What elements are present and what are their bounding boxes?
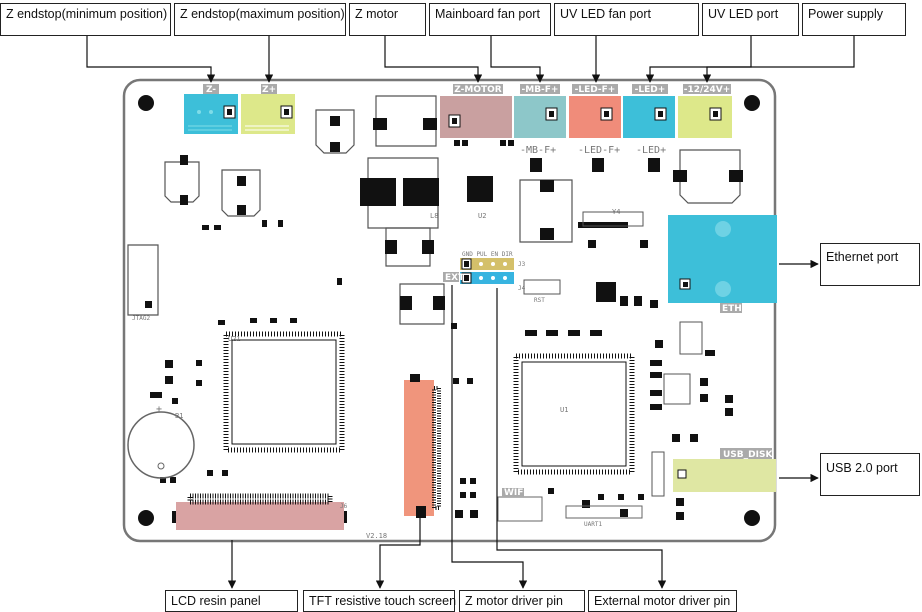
callout-tft-screen: TFT resistive touch screen (303, 590, 456, 612)
battery-holder: + B1 (127, 404, 195, 479)
callout-z-motor: Z motor (349, 3, 426, 36)
callout-z-driver: Z motor driver pin (459, 590, 585, 612)
crystal-outline (582, 211, 644, 227)
usb-disk-label: USB_DISK (723, 450, 773, 460)
callout-ethernet: Ethernet port (820, 243, 920, 286)
connector-mb-fan (514, 96, 566, 138)
battery-label: B1 (175, 412, 183, 420)
header-pwr-label: -12/24V+ (684, 85, 731, 95)
connector-uv-fan (569, 96, 621, 138)
wifi-header: WIFI (497, 488, 543, 522)
j3-pin-labels: GND PUL EN DIR (462, 251, 513, 258)
callout-power-supply: Power supply (802, 3, 906, 36)
leader-lines (86, 36, 855, 589)
mounting-hole (744, 95, 760, 111)
j3-label: J3 (518, 261, 526, 268)
connector-power (678, 96, 732, 138)
ext-label: EXT (445, 273, 465, 283)
mounting-hole (744, 510, 760, 526)
header-zmotor-label: Z-MOTOR (454, 85, 502, 95)
ethernet-jack: ETH (668, 215, 777, 314)
capacitor-outlines (127, 95, 741, 325)
silk-led: -LED+ (636, 145, 666, 156)
jtag-label: JTAG2 (132, 315, 150, 322)
header-j3: GND PUL EN DIR J3 (460, 251, 526, 270)
chip-u21: U21 (223, 331, 345, 453)
lcd-fpc-label: J6 (340, 503, 348, 510)
chip-u1: U1 (513, 353, 635, 475)
uart-label: UART1 (584, 521, 602, 528)
lcd-fpc-connector: J6 (176, 493, 348, 530)
chip-u2-label: U2 (478, 212, 486, 220)
mounting-hole (138, 95, 154, 111)
connector-z-min (184, 94, 238, 134)
mounting-hole (138, 510, 154, 526)
rst-label: RST (534, 297, 545, 304)
callout-z-endstop-min: Z endstop(minimum position) (0, 3, 171, 36)
header-j7 (651, 451, 665, 497)
connector-z-max (241, 94, 295, 134)
tft-fpc-connector (404, 374, 441, 518)
header-mbf-label: -MB-F+ (522, 85, 559, 95)
wifi-label: WIFI (504, 488, 527, 498)
callout-uv-led: UV LED port (702, 3, 799, 36)
chip-u1-label: U1 (560, 406, 568, 414)
callout-usb: USB 2.0 port (820, 453, 920, 496)
header-led-label: -LED+ (635, 85, 666, 95)
callout-uv-led-fan: UV LED fan port (554, 3, 699, 36)
silk-mbf: -MB-F+ (520, 145, 556, 156)
header-ledf-label: -LED-F+ (575, 85, 616, 95)
j4-label: J4 (518, 285, 526, 292)
callout-lcd-panel: LCD resin panel (165, 590, 298, 612)
eth-label: ETH (722, 304, 742, 314)
header-zmin-label: Z- (206, 85, 216, 95)
chip-outline (663, 373, 691, 405)
chip-u21-label: U21 (228, 335, 241, 343)
chip-outline (679, 321, 703, 355)
usb-port: USB_DISK (673, 448, 776, 492)
inductor-label: L8 (430, 212, 438, 220)
callout-mainboard-fan: Mainboard fan port (429, 3, 551, 36)
board-version: V2.18 (366, 532, 387, 540)
silk-ledf: -LED-F+ (578, 145, 620, 156)
svg-text:+: + (156, 404, 162, 415)
header-j4: J4 (460, 272, 526, 292)
callout-z-endstop-max: Z endstop(maximum position) (174, 3, 346, 36)
connector-z-motor (440, 96, 512, 138)
uart-header: UART1 (565, 505, 643, 528)
callout-ext-driver: External motor driver pin (588, 590, 737, 612)
header-zmax-label: Z+ (262, 85, 276, 95)
connector-uv-led (623, 96, 675, 138)
solder-pads (145, 116, 743, 523)
